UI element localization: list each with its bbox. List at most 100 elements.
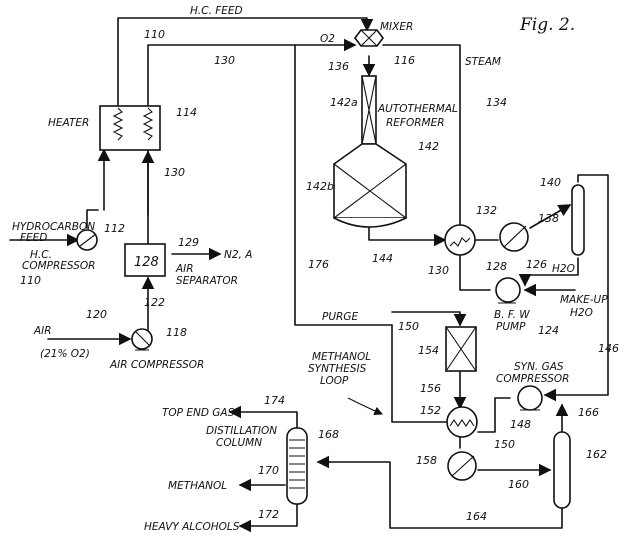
loop-pointer — [347, 397, 384, 416]
ref-130c: 130 — [428, 264, 449, 277]
figure-title: Fig. 2. — [519, 15, 575, 35]
label-top-end: TOP END GAS — [162, 407, 235, 419]
bfw-pump — [495, 277, 521, 303]
label-h2o: H2O — [552, 263, 575, 275]
label-methanol-synth-3: LOOP — [320, 375, 349, 387]
line-purge-176 — [294, 44, 393, 326]
flow-lines — [9, 17, 609, 533]
exchanger-132 — [444, 224, 476, 256]
ref-116: 116 — [394, 54, 415, 67]
ref-134: 134 — [486, 96, 507, 109]
ref-158: 158 — [416, 454, 437, 467]
line-144 — [368, 224, 447, 247]
ref-142a: 142a — [330, 96, 358, 109]
ref-120: 120 — [86, 308, 107, 321]
label-distill-2: COLUMN — [216, 437, 262, 449]
label-distill-1: DISTILLATION — [206, 425, 277, 437]
ref-150a: 150 — [398, 320, 419, 333]
line-steam-134 — [382, 44, 461, 226]
ref-128a: 128 — [134, 255, 159, 270]
label-hydrocarbon: HYDROCARBON — [12, 221, 95, 233]
label-air-percent: (21% O2) — [40, 348, 90, 360]
line-o2-130 — [147, 38, 357, 106]
ref-138: 138 — [538, 212, 559, 225]
air-separator-box — [124, 243, 166, 277]
label-methanol: METHANOL — [168, 480, 227, 492]
syn-gas-compressor — [517, 385, 543, 411]
hc-compressor — [76, 229, 98, 251]
ref-128b: 128 — [486, 260, 507, 273]
ref-172: 172 — [258, 508, 279, 521]
label-feed: FEED — [20, 232, 47, 244]
separator-162 — [553, 431, 571, 509]
ref-136: 136 — [328, 60, 349, 73]
label-mixer: MIXER — [380, 21, 413, 33]
air-compressor — [131, 328, 153, 350]
ref-168: 168 — [318, 428, 339, 441]
ref-154: 154 — [418, 344, 439, 357]
line-hc-to-compressor — [86, 209, 99, 229]
label-reformer: REFORMER — [386, 117, 445, 129]
ref-118: 118 — [166, 326, 187, 339]
label-makeup-1: MAKE-UP — [560, 294, 608, 306]
equipment — [76, 29, 585, 509]
label-air: AIR — [33, 325, 52, 337]
label-methanol-synth-1: METHANOL — [312, 351, 371, 363]
text-labels: Fig. 2. H.C. FEED MIXER O2 STEAM HEATER … — [12, 5, 608, 533]
ref-110a: 110 — [144, 28, 165, 41]
label-o2: O2 — [320, 33, 335, 45]
ref-124: 124 — [538, 324, 559, 337]
ref-170: 170 — [258, 464, 279, 477]
ref-156: 156 — [420, 382, 441, 395]
line-heavy-172 — [238, 501, 298, 533]
distillation-column — [286, 427, 308, 505]
ref-164: 164 — [466, 510, 487, 523]
line-150-b — [477, 397, 511, 433]
label-hc: H.C. — [30, 249, 52, 261]
label-makeup-2: H2O — [570, 307, 593, 319]
label-compressor: COMPRESSOR — [22, 260, 95, 272]
label-steam: STEAM — [465, 56, 501, 68]
label-air-compressor: AIR COMPRESSOR — [109, 359, 204, 371]
label-n2a: N2, A — [224, 249, 252, 261]
line-to-sep-140 — [529, 204, 572, 229]
heater-coils — [112, 107, 154, 141]
ref-176: 176 — [308, 258, 329, 271]
ref-174: 174 — [264, 394, 285, 407]
label-methanol-synth-2: SYNTHESIS — [308, 363, 367, 375]
line-164 — [319, 461, 563, 529]
reformer-lower — [333, 143, 407, 219]
label-syn-gas-1: SYN. GAS — [514, 361, 564, 373]
label-bfw: B. F. W — [494, 309, 530, 321]
ref-126: 126 — [526, 258, 547, 271]
exchanger-152 — [446, 406, 478, 438]
ref-130a: 130 — [214, 54, 235, 67]
line-146 — [543, 174, 609, 402]
label-heater: HEATER — [48, 117, 89, 129]
ref-122: 122 — [144, 296, 165, 309]
ref-166: 166 — [578, 406, 599, 419]
ref-112: 112 — [104, 222, 125, 235]
ref-152: 152 — [420, 404, 441, 417]
reference-numbers: 110 116 130 136 114 142a 134 142 142b 13… — [20, 28, 619, 523]
ref-114: 114 — [176, 106, 197, 119]
ref-150b: 150 — [494, 438, 515, 451]
mixer-cross — [360, 29, 378, 47]
label-air-sep-2: SEPARATOR — [176, 275, 238, 287]
ref-110b: 110 — [20, 274, 41, 287]
line-h2o-126 — [518, 257, 579, 287]
separator-140 — [571, 184, 585, 256]
ref-160: 160 — [508, 478, 529, 491]
ref-142: 142 — [418, 140, 439, 153]
label-purge: PURGE — [322, 311, 358, 323]
ref-132: 132 — [476, 204, 497, 217]
label-hc-feed: H.C. FEED — [190, 5, 243, 17]
label-heavy: HEAVY ALCOHOLS — [144, 521, 240, 533]
ref-142b: 142b — [306, 180, 334, 193]
ref-148: 148 — [510, 418, 531, 431]
line-150-top — [391, 311, 467, 327]
ref-162: 162 — [586, 448, 607, 461]
ref-140: 140 — [540, 176, 561, 189]
